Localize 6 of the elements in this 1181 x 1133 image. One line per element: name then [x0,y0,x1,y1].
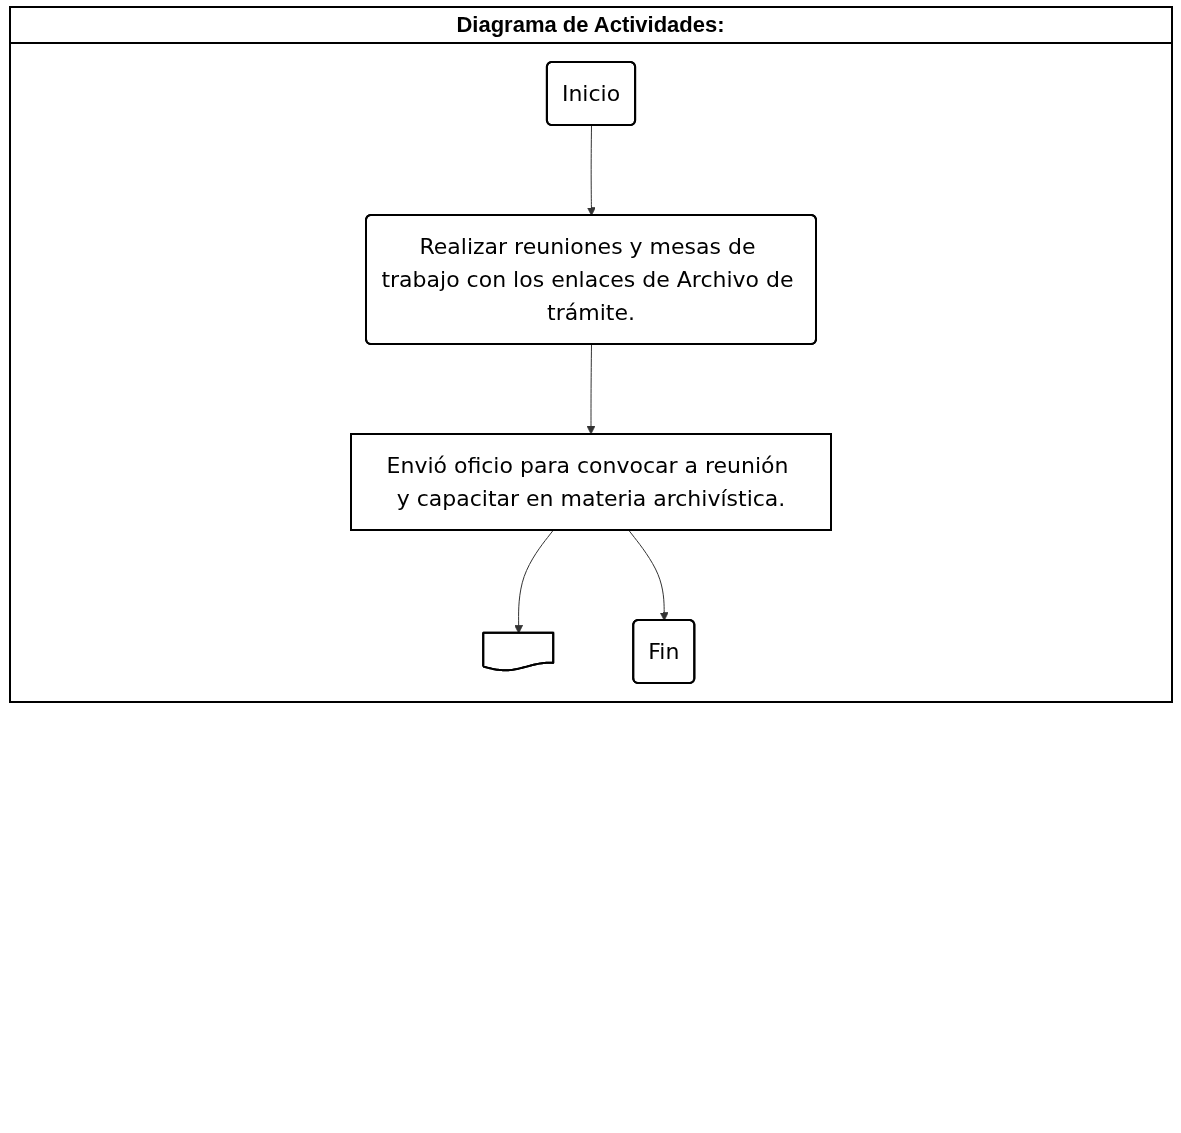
arrow [586,125,596,216]
arrow [586,344,595,435]
node-box: Envió oficio para convocar a reunión y capacitar en materia archivística. [349,433,832,531]
diagram-title: Diagrama de Actividades: [10,8,1171,44]
node-text: Realizar reuniones y mesas de trabajo con los enlaces de Archivo de trámite. [380,234,794,325]
arrow [627,529,669,621]
